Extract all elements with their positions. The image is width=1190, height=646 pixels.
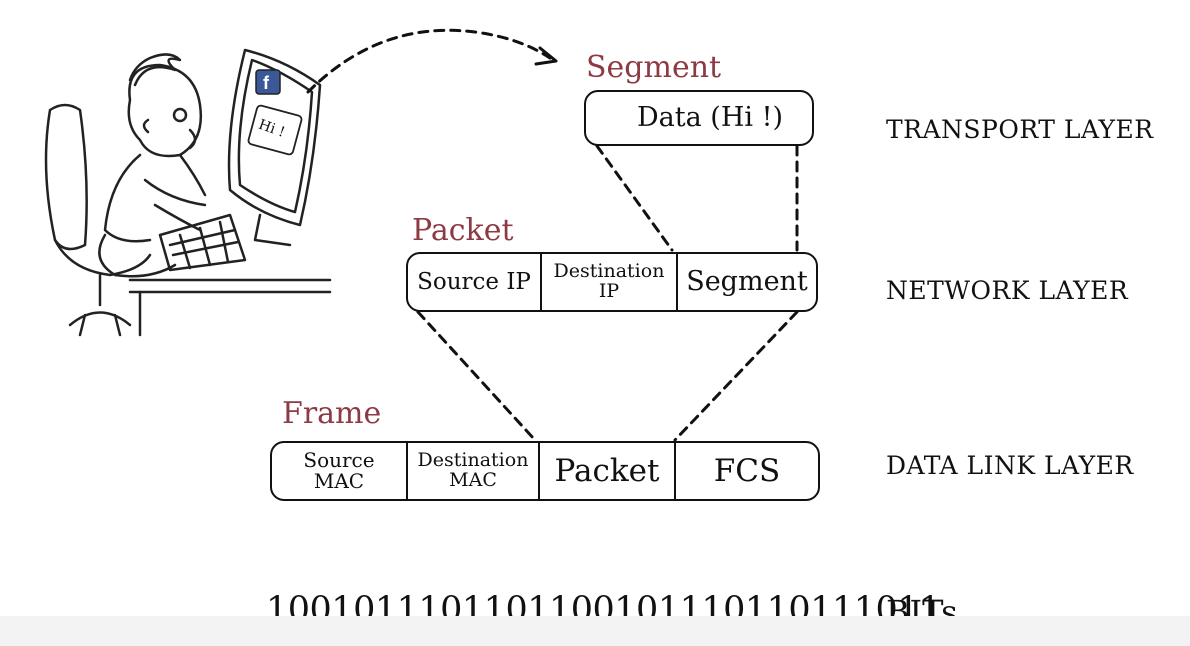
frame-title: Frame: [282, 396, 382, 431]
packet-to-frame-right-line: [673, 310, 799, 442]
transport-layer-label: TRANSPORT LAYER: [886, 115, 1154, 144]
send-arrow-head: [534, 46, 558, 66]
packet-to-frame-left-line: [416, 310, 537, 442]
packet-title: Packet: [412, 213, 514, 248]
facebook-logo-glyph: f: [263, 73, 270, 93]
frame-destination-mac-cell: Destination MAC: [406, 443, 538, 499]
packet-source-ip-cell: Source IP: [417, 268, 531, 295]
frame-packet-cell: Packet: [538, 443, 674, 499]
segment-box: Data (Hi !): [584, 90, 814, 146]
network-layer-label: NETWORK LAYER: [886, 276, 1129, 305]
segment-title: Segment: [586, 50, 722, 85]
packet-destination-ip-cell: Destination IP: [540, 254, 676, 310]
frame-box: Source MAC Destination MAC Packet FCS: [270, 441, 820, 501]
send-arrow-path: [306, 28, 552, 94]
frame-fcs-cell: FCS: [674, 443, 818, 499]
packet-box: Source IP Destination IP Segment: [406, 252, 818, 312]
bottom-bar: [0, 616, 1190, 646]
frame-source-mac-cell: Source MAC: [303, 448, 375, 493]
segment-data-cell: Data (Hi !): [637, 101, 783, 133]
segment-to-packet-left-line: [595, 144, 674, 252]
packet-segment-cell: Segment: [676, 254, 816, 310]
data-link-layer-label: DATA LINK LAYER: [886, 451, 1134, 480]
person-at-computer-illustration: f Hi !: [44, 48, 332, 337]
